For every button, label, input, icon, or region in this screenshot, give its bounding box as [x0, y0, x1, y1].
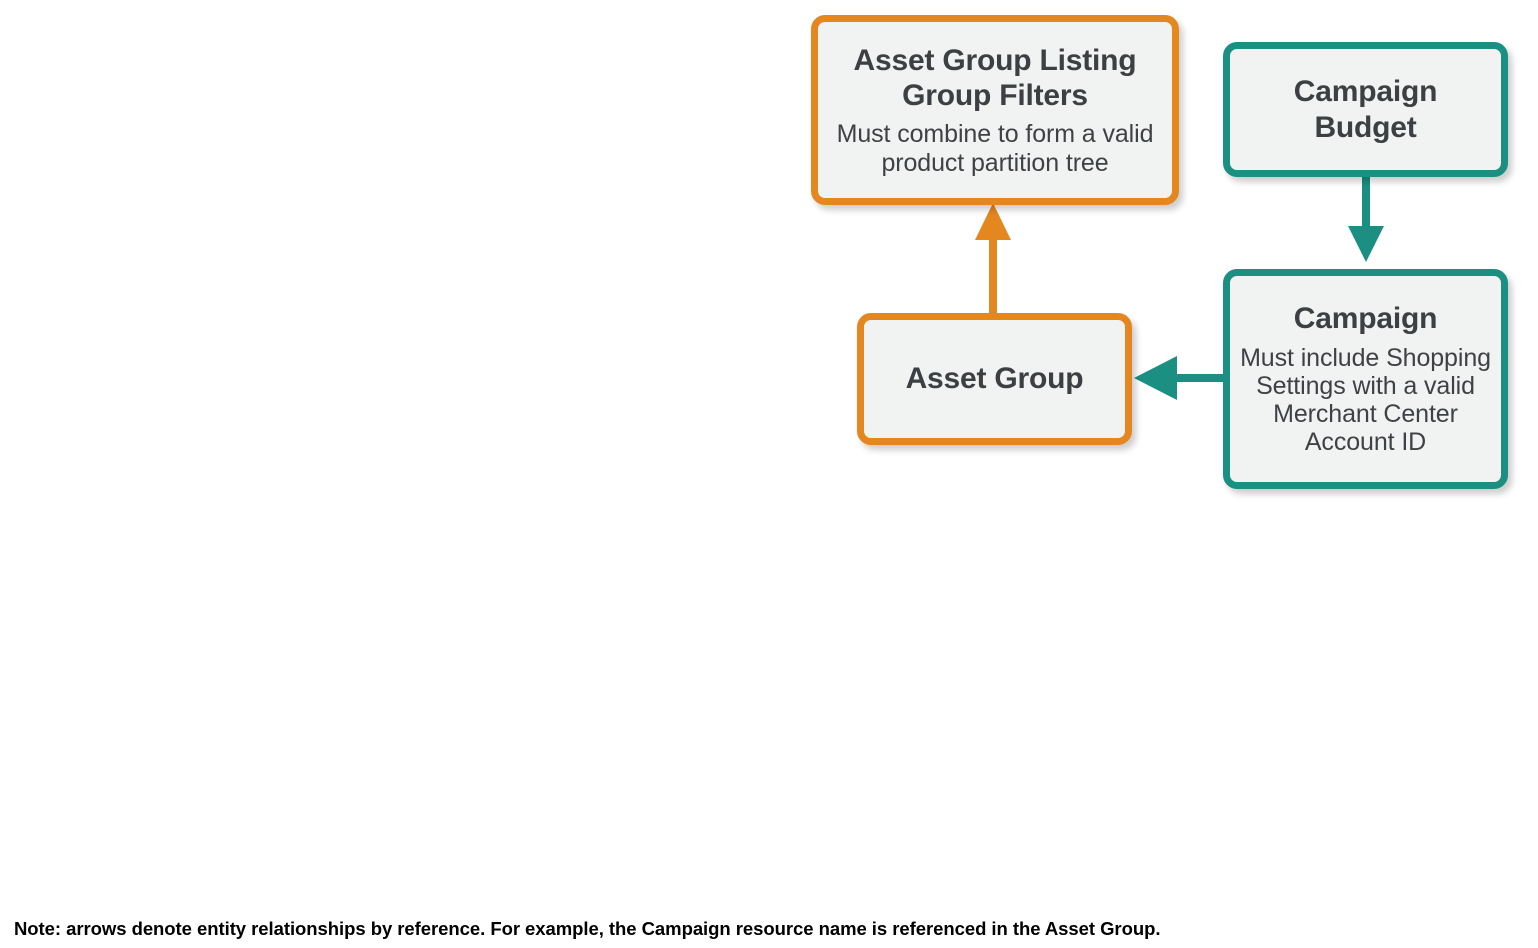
node-title: Asset Group [905, 362, 1084, 396]
node-description: Must combine to form a valid product par… [836, 120, 1154, 177]
edge-asset-group-to-listing-group-filters [975, 203, 1011, 313]
arrowhead-left-teal [1134, 356, 1177, 400]
edge-campaign-to-asset-group [1134, 356, 1223, 400]
node-asset-group[interactable]: Asset Group [857, 313, 1132, 445]
node-title: Asset Group Listing Group Filters [853, 44, 1137, 113]
arrowhead-down-teal [1348, 226, 1384, 262]
node-campaign-budget[interactable]: Campaign Budget [1223, 42, 1508, 177]
node-description: Must include Shopping Settings with a va… [1240, 343, 1491, 457]
edge-campaign-budget-to-campaign [1348, 177, 1384, 262]
node-title: Campaign [1293, 302, 1438, 336]
node-asset-group-listing-group-filters[interactable]: Asset Group Listing Group Filters Must c… [811, 15, 1179, 205]
node-campaign[interactable]: Campaign Must include Shopping Settings … [1223, 269, 1508, 489]
node-title: Campaign Budget [1293, 75, 1438, 144]
arrowhead-up-orange [975, 203, 1011, 240]
diagram-footnote: Note: arrows denote entity relationships… [14, 918, 1161, 939]
